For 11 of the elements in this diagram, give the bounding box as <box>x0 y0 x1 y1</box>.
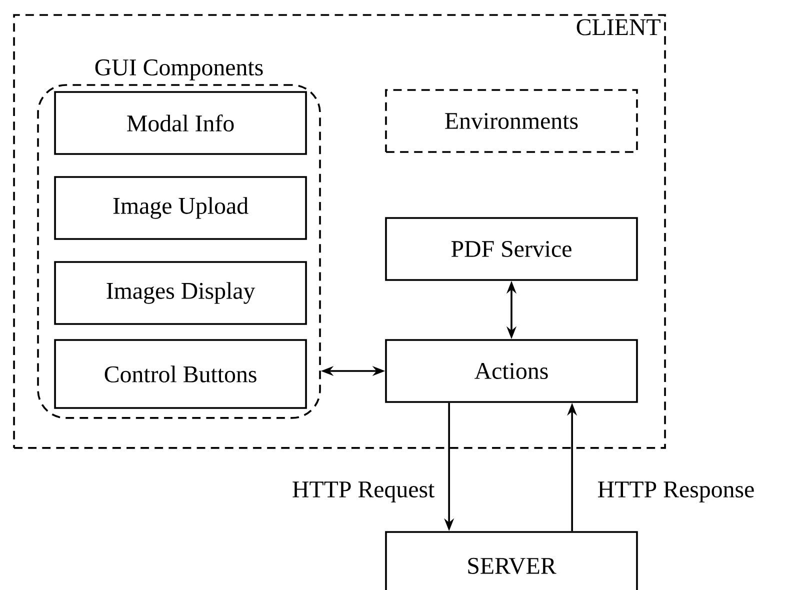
service-box: PDF Service <box>385 217 638 281</box>
module-box: Environments <box>385 89 638 153</box>
component-box: Modal Info <box>54 91 307 155</box>
component-box: Images Display <box>54 261 307 325</box>
server-box: SERVER <box>385 531 638 590</box>
component-box: Image Upload <box>54 176 307 240</box>
edge-label: HTTP Response <box>598 482 754 502</box>
actions-box: Actions <box>385 339 638 403</box>
component-box: Control Buttons <box>54 339 307 409</box>
edge-label: HTTP Request <box>292 482 435 502</box>
node-label: GUI Components <box>95 59 263 80</box>
